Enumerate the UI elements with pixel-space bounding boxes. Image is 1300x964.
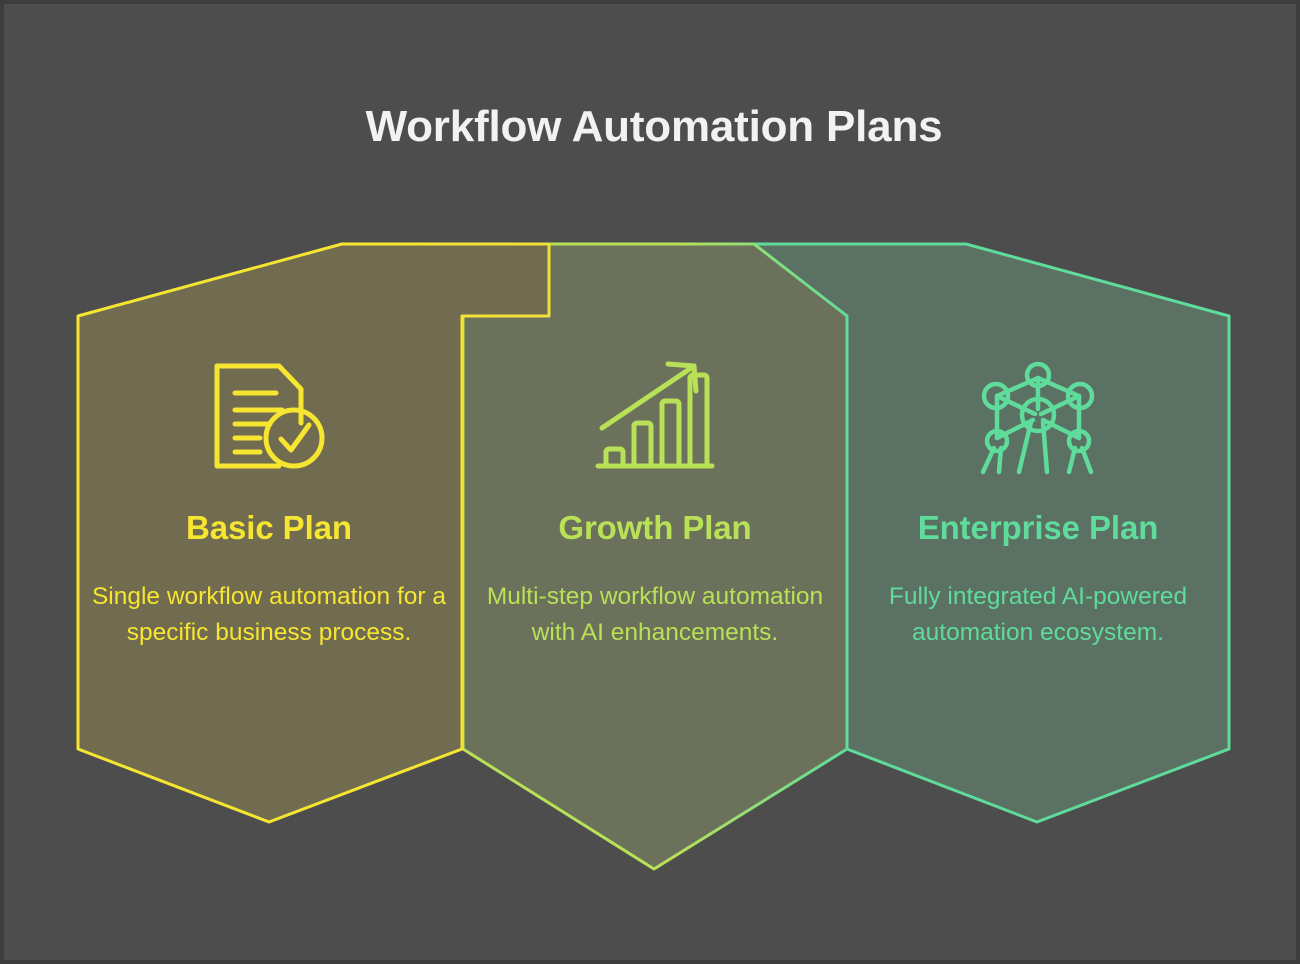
bar-chart-growth-icon [467, 356, 843, 481]
plan-card-basic[interactable]: Basic Plan Single workflow automation fo… [82, 356, 456, 652]
plan-title-enterprise: Enterprise Plan [917, 509, 1159, 546]
plan-description-basic: Single workflow automation for a specifi… [91, 583, 447, 647]
plan-title-growth: Growth Plan [558, 509, 752, 546]
plan-description-growth: Multi-step workflow automation with AI e… [486, 583, 824, 647]
page-title: Workflow Automation Plans [365, 102, 943, 151]
network-nodes-icon [852, 356, 1224, 481]
plan-card-enterprise[interactable]: Enterprise Plan Fully integrated AI-powe… [852, 356, 1224, 652]
plan-description-enterprise: Fully integrated AI-powered automation e… [888, 583, 1188, 647]
plan-title-basic: Basic Plan [186, 509, 352, 546]
plan-card-growth[interactable]: Growth Plan Multi-step workflow automati… [467, 356, 843, 652]
document-check-icon [82, 356, 456, 481]
